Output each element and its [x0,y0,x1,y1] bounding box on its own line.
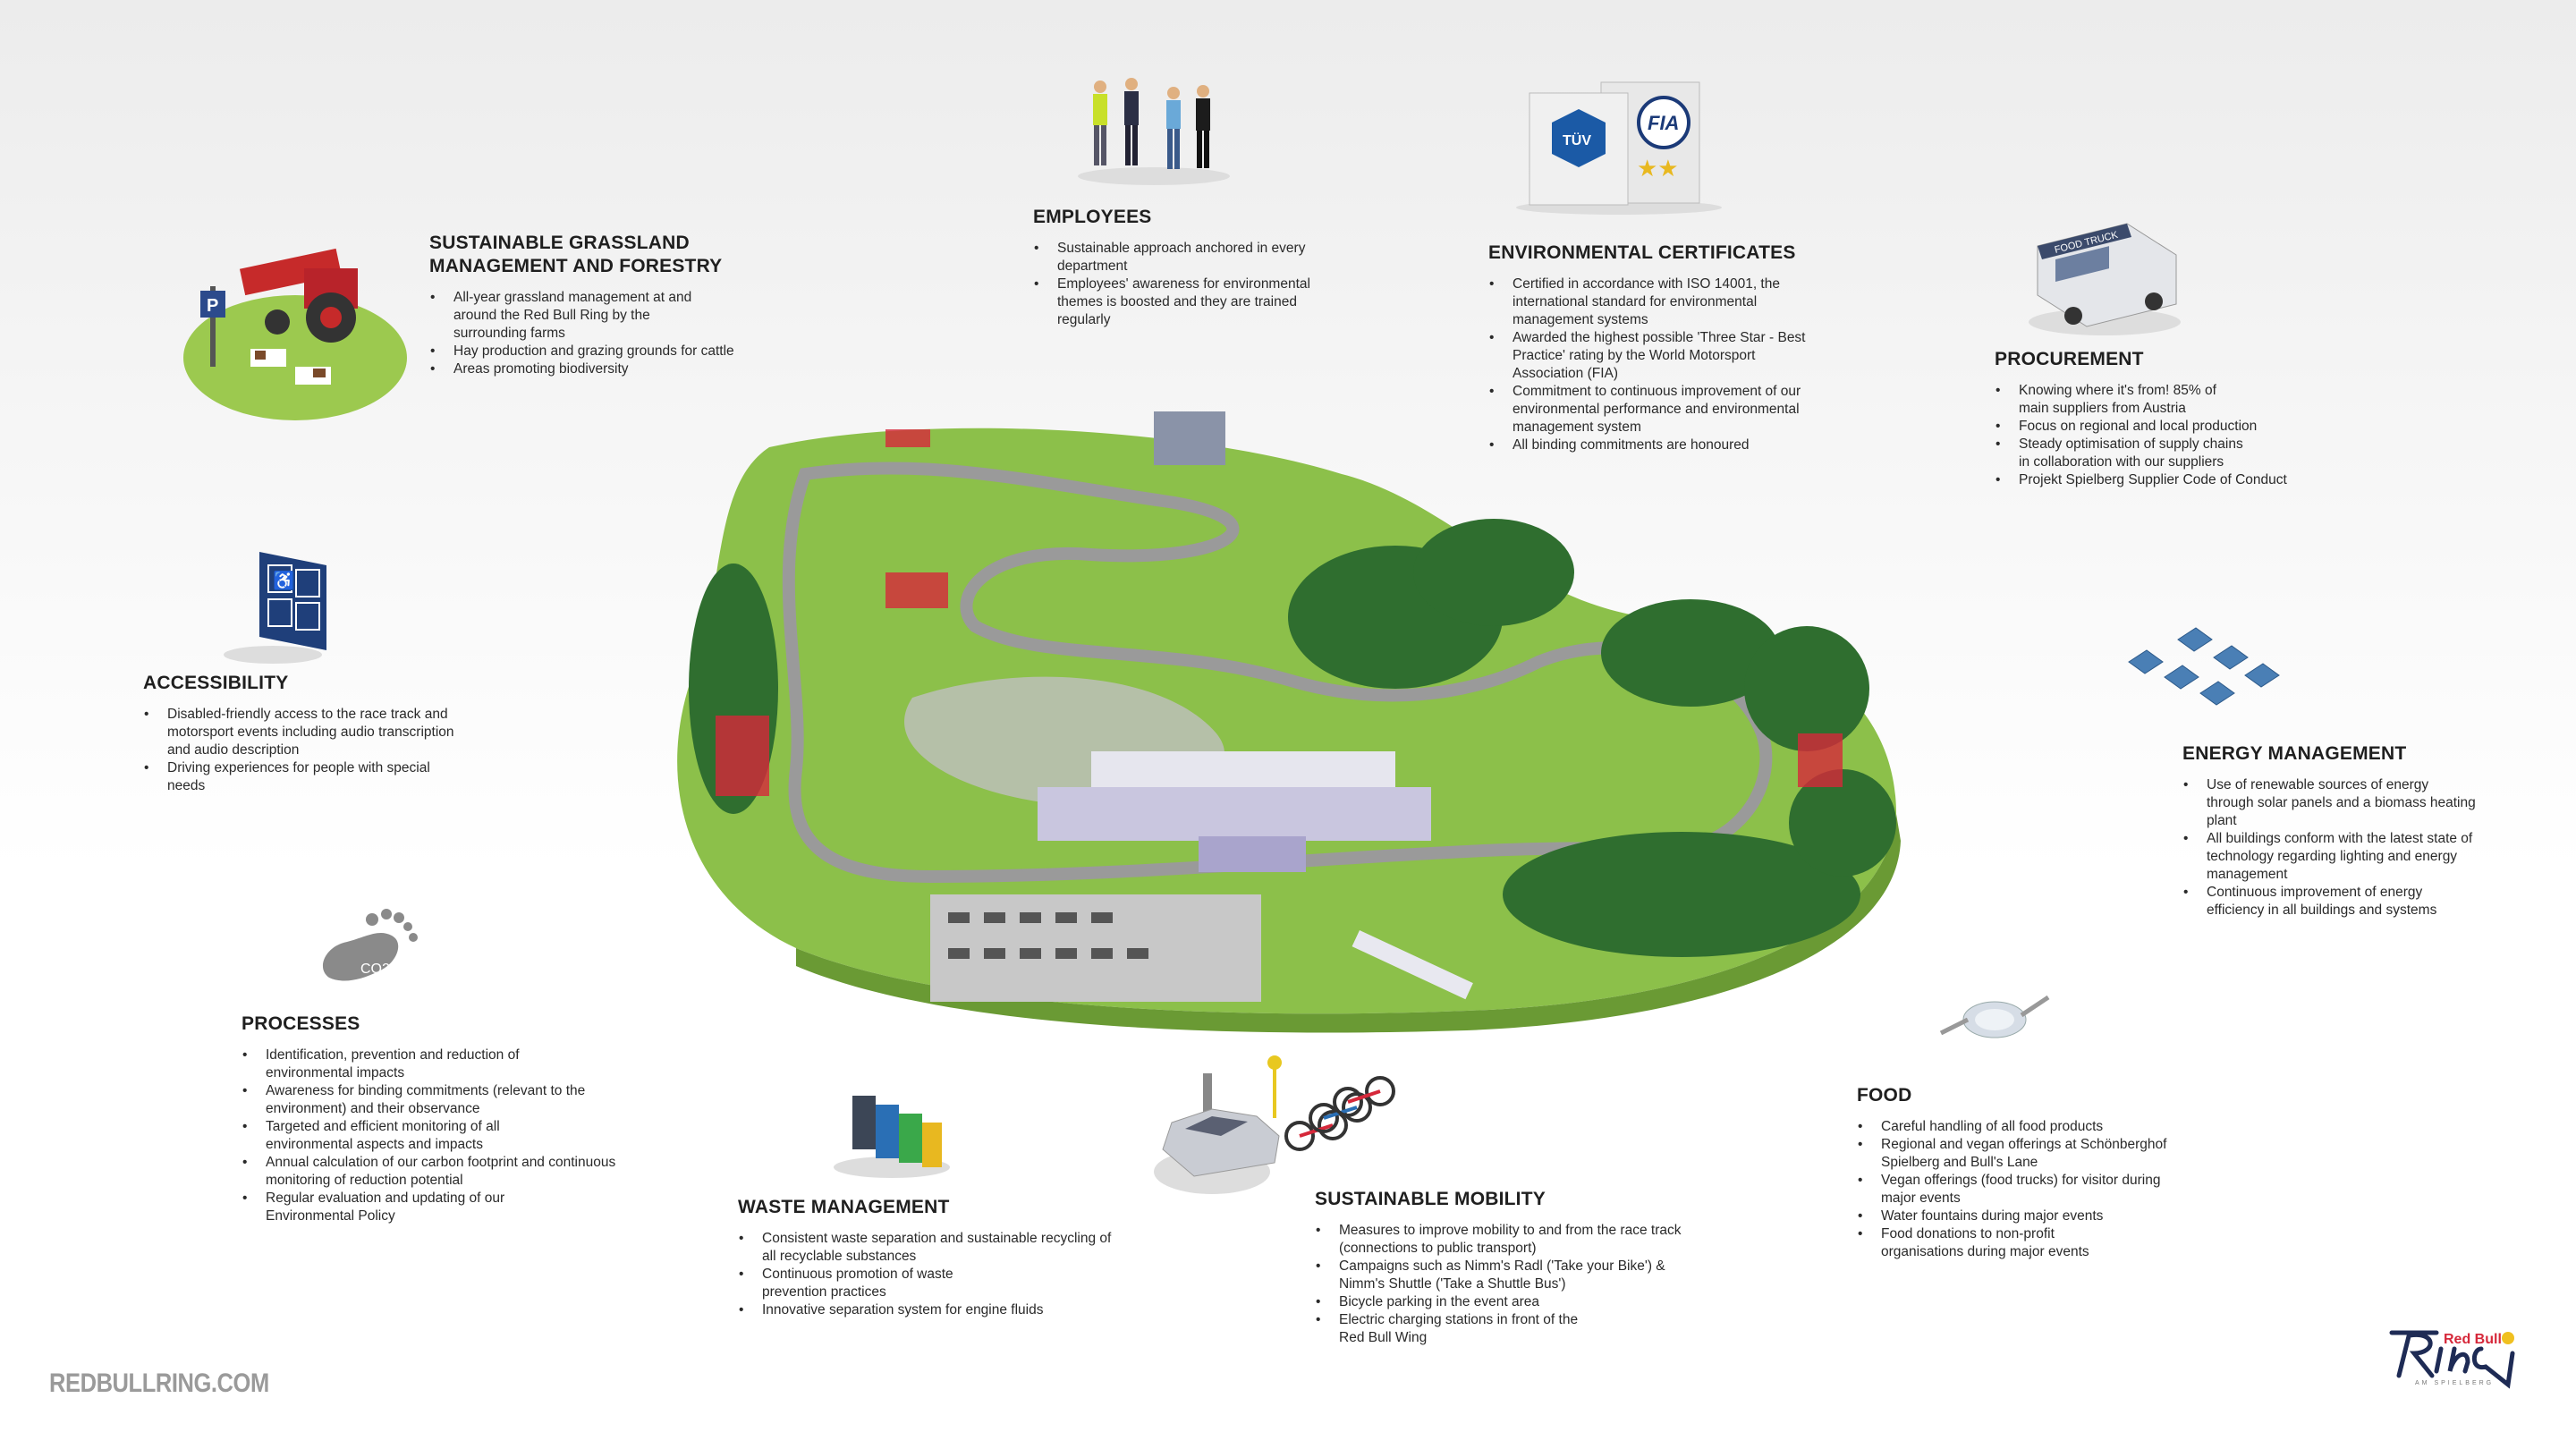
solar-panels-icon [2128,627,2280,706]
fia-label: FIA [1648,112,1679,134]
list-item: Identification, prevention and reduction… [242,1046,555,1082]
list-item: Areas promoting biodiversity [429,360,805,378]
website-url[interactable]: REDBULLRING.COM [49,1368,269,1398]
tractor-cattle-icon: P [183,248,407,420]
certificates-icon: TÜV FIA ★★ [1516,81,1722,215]
list-item: Continuous improvement of energy efficie… [2182,884,2442,919]
carbon-footprint-icon: CO2 [322,909,418,981]
accessibility-icon: ♿ [224,552,326,664]
list-item: All-year grassland management at and aro… [429,289,707,343]
list-item: Water fountains during major events [1857,1208,2215,1225]
food-truck-icon: FOOD TRUCK [2029,223,2181,335]
list-item: Commitment to continuous improvement of … [1488,383,1846,436]
red-bull-ring-logo: Red Bull AM SPIELBERG [2389,1330,2515,1389]
race-track [782,462,1773,884]
plate-cutlery-icon [1939,995,2050,1038]
logo-sub: AM SPIELBERG [2415,1380,2494,1386]
section-title: WASTE MANAGEMENT [738,1197,950,1217]
section-accessibility: ACCESSIBILITY Disabled-friendly access t… [143,672,483,795]
list-item: Consistent waste separation and sustaina… [738,1230,1114,1266]
section-title: ENVIRONMENTAL CERTIFICATES [1488,242,1796,263]
list-item: Knowing where it's from! 85% of main sup… [1995,382,2245,418]
list-item: All binding commitments are honoured [1488,436,1846,454]
section-title: SUSTAINABLE MOBILITY [1315,1189,1546,1209]
list-item: Continuous promotion of waste prevention… [738,1266,1006,1301]
section-energy: ENERGY MANAGEMENT Use of renewable sourc… [2182,742,2487,919]
forest [689,519,1896,957]
co2-label: CO2 [360,962,390,977]
section-employees: EMPLOYEES Sustainable approach anchored … [1033,206,1328,329]
tuv-label: TÜV [1563,131,1591,148]
recycling-bins-icon [834,1096,950,1178]
list-item: Careful handling of all food products [1857,1118,2215,1136]
section-title: ACCESSIBILITY [143,673,289,693]
svg-text:♿: ♿ [273,570,295,591]
section-title: EMPLOYEES [1033,207,1152,227]
section-mobility: SUSTAINABLE MOBILITY Measures to improve… [1315,1188,1699,1347]
svg-text:★★: ★★ [1637,155,1679,182]
list-item: Disabled-friendly access to the race tra… [143,706,474,759]
list-item: Regular evaluation and updating of our E… [242,1190,546,1225]
list-item: Measures to improve mobility to and from… [1315,1222,1690,1258]
section-procurement: PROCUREMENT Knowing where it's from! 85%… [1995,348,2370,489]
list-item: Projekt Spielberg Supplier Code of Condu… [1995,471,2370,489]
employees-icon [1078,78,1230,185]
list-item: Employees' awareness for environmental t… [1033,275,1328,329]
section-title: PROCESSES [242,1013,360,1034]
parking-sign-label: P [207,296,218,316]
train [1352,930,1473,1000]
list-item: Use of renewable sources of energy throu… [2182,776,2478,830]
list-item: Annual calculation of our carbon footpri… [242,1154,617,1190]
section-certificates: ENVIRONMENTAL CERTIFICATES Certified in … [1488,242,1846,454]
list-item: Sustainable approach anchored in every d… [1033,240,1328,275]
list-item: Vegan offerings (food trucks) for visito… [1857,1172,2179,1208]
ev-car-bicycles-icon [1154,1055,1395,1194]
hotel-building [1154,411,1225,465]
logo-brand: Red Bull [2444,1332,2502,1347]
list-item: Food donations to non-profit organisatio… [1857,1225,2134,1261]
list-item: Steady optimisation of supply chains in … [1995,436,2254,471]
section-title: ENERGY MANAGEMENT [2182,743,2407,764]
section-food: FOOD Careful handling of all food produc… [1857,1084,2215,1261]
list-item: Hay production and grazing grounds for c… [429,343,805,360]
section-title: FOOD [1857,1085,1912,1106]
list-item: Electric charging stations in front of t… [1315,1311,1583,1347]
list-item: Regional and vegan offerings at Schönber… [1857,1136,2179,1172]
section-waste: WASTE MANAGEMENT Consistent waste separa… [738,1196,1123,1319]
list-item: Awareness for binding commitments (relev… [242,1082,613,1118]
list-item: All buildings conform with the latest st… [2182,830,2482,884]
pit-building [1038,787,1431,841]
section-processes: PROCESSES Identification, prevention and… [242,1013,617,1225]
list-item: Targeted and efficient monitoring of all… [242,1118,546,1154]
list-item: Certified in accordance with ISO 14001, … [1488,275,1828,329]
race-track-map-illustration [677,411,1901,1033]
list-item: Bicycle parking in the event area [1315,1293,1699,1311]
list-item: Focus on regional and local production [1995,418,2370,436]
list-item: Driving experiences for people with spec… [143,759,438,795]
list-item: Innovative separation system for engine … [738,1301,1123,1319]
section-title: PROCUREMENT [1995,349,2144,369]
list-item: Awarded the highest possible 'Three Star… [1488,329,1810,383]
list-item: Campaigns such as Nimm's Radl ('Take you… [1315,1258,1668,1293]
